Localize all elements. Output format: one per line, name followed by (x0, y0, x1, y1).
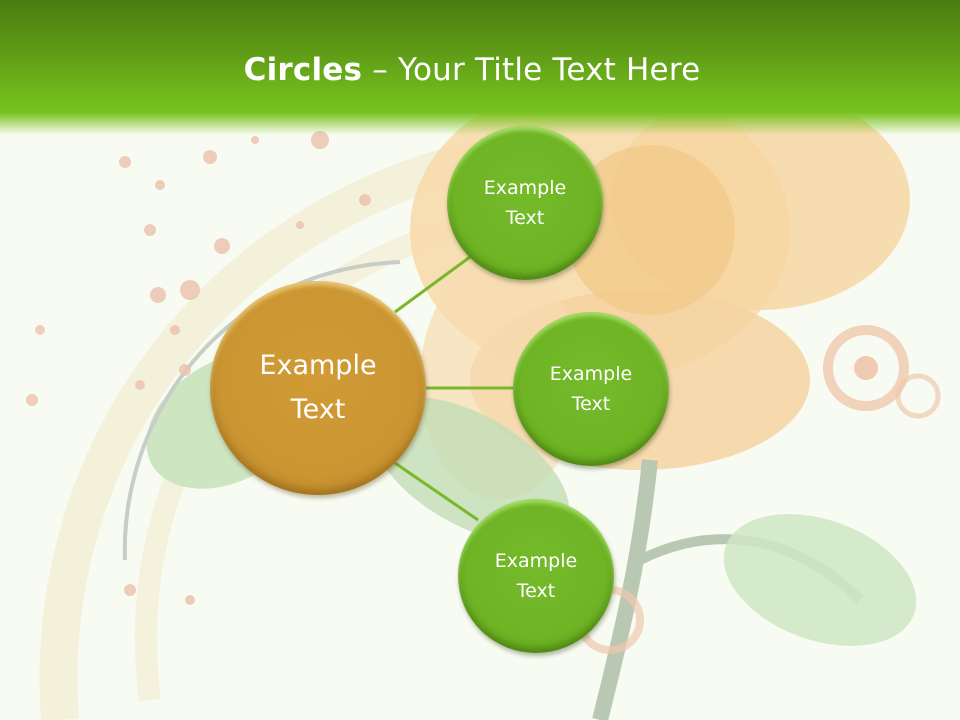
title-rest: – Your Title Text Here (362, 52, 701, 88)
satellite-circle-middle[interactable]: Example Text (513, 312, 669, 466)
center-circle[interactable]: Example Text (210, 281, 426, 495)
satellite-circle-label: Example Text (483, 177, 567, 229)
title-bar (0, 0, 960, 135)
center-circle-label: Example Text (259, 350, 377, 425)
title-bold: Circles (243, 52, 363, 88)
satellite-circle-label: Example Text (494, 550, 578, 602)
satellite-circle-bottom[interactable]: Example Text (458, 499, 614, 653)
satellite-circle-label: Example Text (549, 363, 633, 415)
slide-title: Circles – Your Title Text Here (0, 52, 944, 88)
satellite-circle-top[interactable]: Example Text (447, 126, 603, 280)
